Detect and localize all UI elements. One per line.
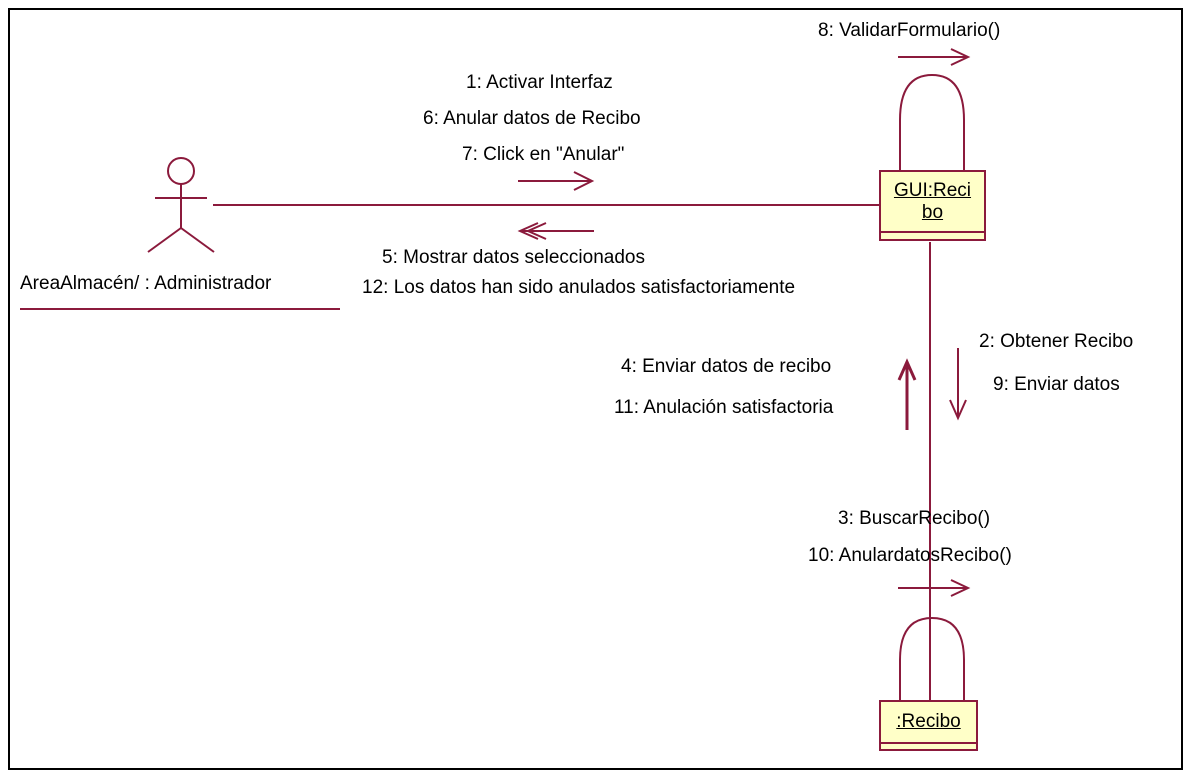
message-6-label: 6: Anular datos de Recibo (423, 108, 641, 129)
arrow-right-icon (518, 171, 595, 191)
recibo-object-label: :Recibo (896, 711, 961, 732)
arrow-down-icon (949, 348, 967, 421)
gui-recibo-object[interactable]: GUI:Reci bo (879, 170, 986, 241)
message-10-label: 10: AnulardatosRecibo() (808, 545, 1012, 566)
message-4-label: 4: Enviar datos de recibo (621, 356, 832, 377)
stick-figure-actor-icon (147, 157, 215, 253)
diagram-frame (8, 8, 1183, 770)
message-11-label: 11: Anulación satisfactoria (614, 397, 834, 418)
message-9-label: 9: Enviar datos (993, 374, 1120, 395)
recibo-self-loop[interactable] (899, 616, 965, 703)
message-5-label: 5: Mostrar datos seleccionados (382, 247, 645, 268)
message-1-label: 1: Activar Interfaz (466, 72, 613, 93)
actor-label: AreaAlmacén/ : Administrador (20, 273, 272, 294)
message-8-label: 8: ValidarFormulario() (818, 20, 1001, 41)
gui-self-loop[interactable] (899, 73, 965, 172)
arrow-right-icon (898, 579, 971, 597)
message-2-label: 2: Obtener Recibo (979, 331, 1134, 352)
gui-object-label-line2: bo (921, 202, 944, 223)
arrow-right-icon (898, 48, 971, 66)
message-12-label: 12: Los datos han sido anulados satisfac… (362, 277, 796, 298)
recibo-object[interactable]: :Recibo (879, 700, 978, 751)
arrow-left-icon (517, 222, 594, 240)
message-3-label: 3: BuscarRecibo() (838, 508, 991, 529)
arrow-up-icon (897, 358, 917, 430)
message-7-label: 7: Click en "Anular" (462, 144, 625, 165)
gui-object-label-line1: GUI:Reci (893, 180, 972, 201)
